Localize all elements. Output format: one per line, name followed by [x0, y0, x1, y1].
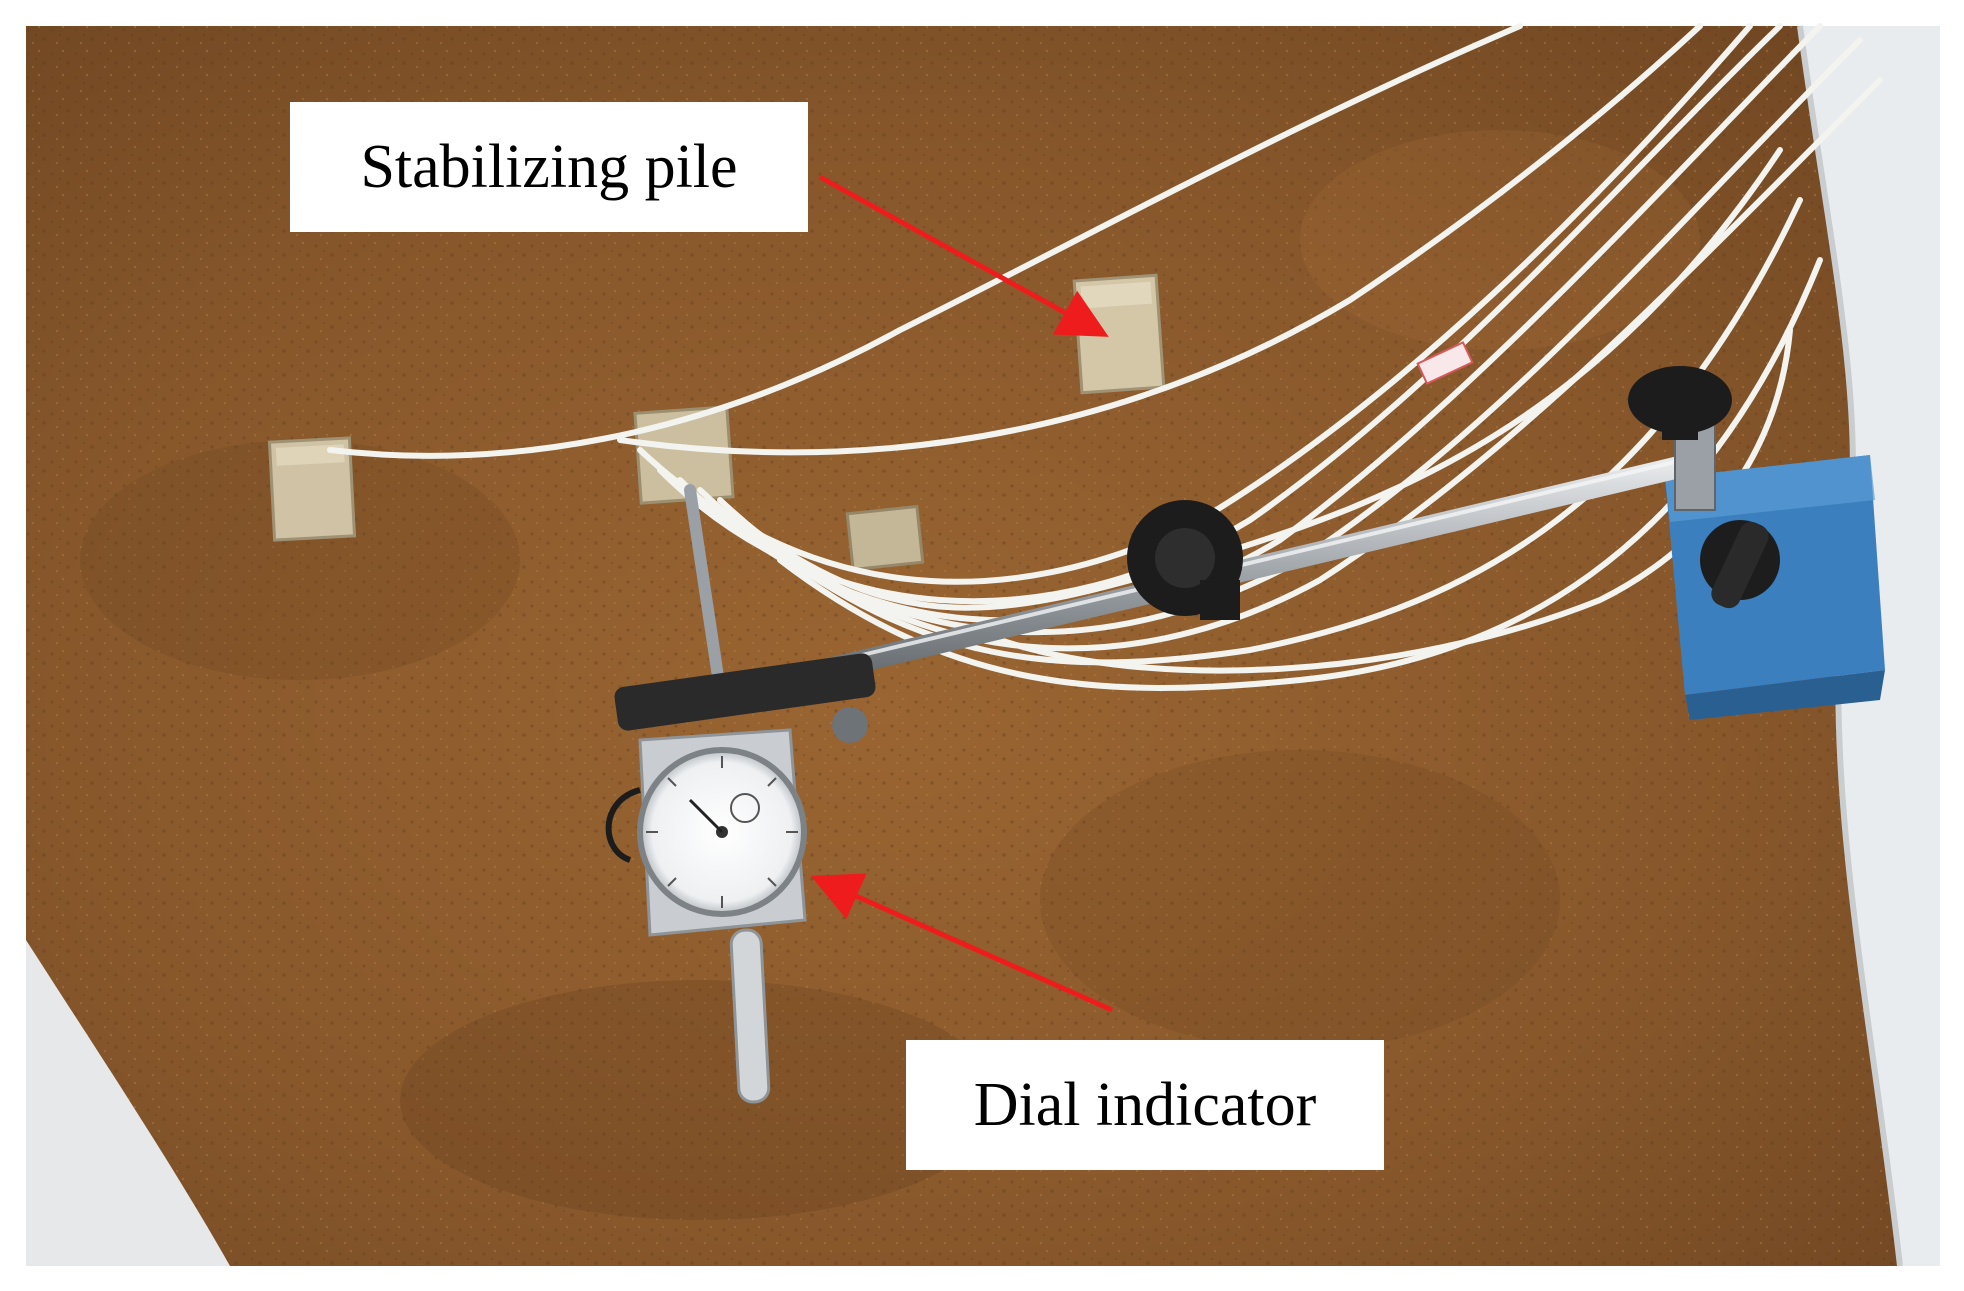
arrow-dial-indicator: [810, 873, 1114, 1013]
magnetic-base: [1665, 455, 1885, 720]
top-knob-icon: [1628, 366, 1732, 440]
stabilizing-pile-right: [1072, 273, 1166, 395]
clamp-knob-icon: [1127, 500, 1243, 620]
dial-indicator-device: [605, 728, 807, 1104]
container-wall-left: [26, 940, 230, 1266]
stabilizing-pile-label: Stabilizing pile: [290, 102, 808, 232]
dial-holder-rod: [614, 484, 876, 743]
stabilizing-pile-small: [845, 504, 925, 572]
arrow-stabilizing-pile: [818, 174, 1109, 337]
wire-tie: [1416, 341, 1474, 385]
dial-indicator-label: Dial indicator: [906, 1040, 1384, 1170]
